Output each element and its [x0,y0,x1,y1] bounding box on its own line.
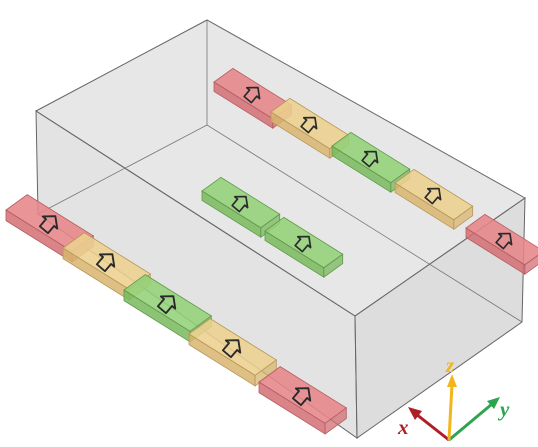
tile-inner-center-2 [264,216,344,278]
x-axis-arrow [415,412,450,442]
tile-outer-4 [188,318,278,387]
x-axis-arrowhead [408,407,422,420]
up-arrow-icon [243,86,261,104]
up-arrow-icon [221,339,242,359]
tile-inner-back-4 [394,168,474,230]
tile-top-face [5,194,95,252]
up-arrow-icon [95,253,116,273]
z-axis-arrow [447,383,454,441]
up-arrow-icon [38,215,59,235]
tile-top-face [62,232,152,290]
up-arrow-icon [231,195,249,213]
up-arrow-icon [424,187,442,205]
up-arrow-icon [495,232,513,250]
up-arrow-icon [291,387,312,407]
up-arrow-icon [361,150,379,168]
tile-top-face [201,176,281,229]
up-arrow-icon [156,295,177,315]
tile-top-face [188,318,278,376]
tile-outer-5 [258,366,348,435]
z-axis-arrowhead [447,374,457,387]
up-arrow-icon [300,116,318,134]
x-axis-label: x [397,415,409,439]
tile-top-face [331,131,411,184]
tile-top-face [258,366,348,424]
tile-layer [5,67,538,435]
up-arrow-icon [294,235,312,253]
tile-top-face [394,168,474,221]
z-axis-label: z [445,353,455,377]
tile-top-face [465,213,538,266]
y-axis-arrowhead [487,397,500,409]
tile-top-face [264,216,344,269]
y-axis-arrow [448,402,493,442]
y-axis-label: y [497,397,510,421]
tile-inner-back-5 [465,213,538,275]
coordinate-frame: x y z [397,353,510,442]
tile-top-face [123,274,213,332]
